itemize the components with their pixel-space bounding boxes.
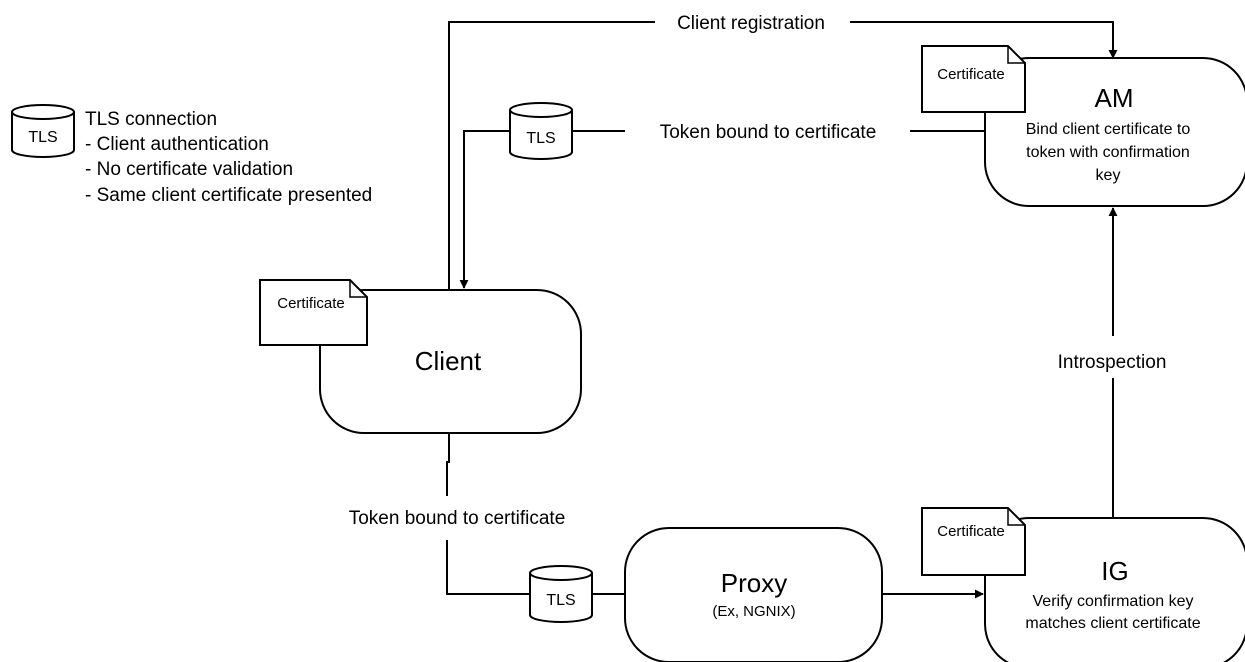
node-proxy: Proxy (Ex, NGNIX)	[624, 527, 883, 662]
am-certificate-icon: Certificate	[921, 45, 1026, 113]
am-desc-line-1: Bind client certificate to	[1026, 121, 1191, 138]
edge-introspection: Introspection	[1058, 207, 1167, 518]
client-title: Client	[415, 346, 482, 376]
am-desc-line-3: key	[1096, 167, 1121, 184]
edge-label-client-registration: Client registration	[677, 13, 825, 34]
edge-label-token-bound-top: Token bound to certificate	[660, 122, 877, 143]
tls-cylinder-bottom-icon: TLS	[529, 565, 593, 623]
tls-bottom-label: TLS	[546, 592, 575, 609]
edge-client-registration: Client registration	[448, 13, 1118, 290]
client-certificate-icon: Certificate	[259, 279, 368, 346]
legend-line-no-validation: - No certificate validation	[85, 159, 293, 180]
client-certificate-label: Certificate	[277, 295, 345, 312]
edge-token-bound-top: Token bound to certificate	[459, 122, 985, 289]
ig-certificate-label: Certificate	[937, 523, 1005, 540]
tls-cylinder-top-icon: TLS	[509, 102, 573, 160]
node-ig: IG Verify confirmation key matches clien…	[984, 517, 1245, 662]
proxy-subtitle: (Ex, NGNIX)	[712, 603, 795, 620]
node-client: Client	[319, 289, 582, 434]
legend-tls-cylinder-icon: TLS	[11, 104, 75, 158]
legend-title: TLS connection	[85, 109, 217, 130]
legend-line-same-cert: - Same client certificate presented	[85, 185, 372, 206]
ig-desc-line-2: matches client certificate	[1025, 615, 1200, 632]
ig-desc-line-1: Verify confirmation key	[1033, 593, 1194, 610]
proxy-title: Proxy	[721, 568, 787, 598]
edge-label-token-bound-bottom: Token bound to certificate	[349, 508, 566, 529]
am-title: AM	[1095, 83, 1134, 113]
edge-token-bound-bottom: Token bound to certificate	[349, 433, 625, 595]
am-desc-line-2: token with confirmation	[1026, 144, 1190, 161]
ig-title: IG	[1101, 556, 1128, 586]
tls-top-label: TLS	[526, 130, 555, 147]
legend-tls-label: TLS	[28, 129, 57, 146]
legend: TLS TLS connection - Client authenticati…	[11, 104, 372, 206]
am-certificate-label: Certificate	[937, 66, 1005, 83]
node-am: AM Bind client certificate to token with…	[984, 57, 1245, 207]
ig-certificate-icon: Certificate	[921, 507, 1026, 576]
edge-label-introspection: Introspection	[1058, 352, 1167, 373]
legend-line-client-auth: - Client authentication	[85, 134, 269, 155]
